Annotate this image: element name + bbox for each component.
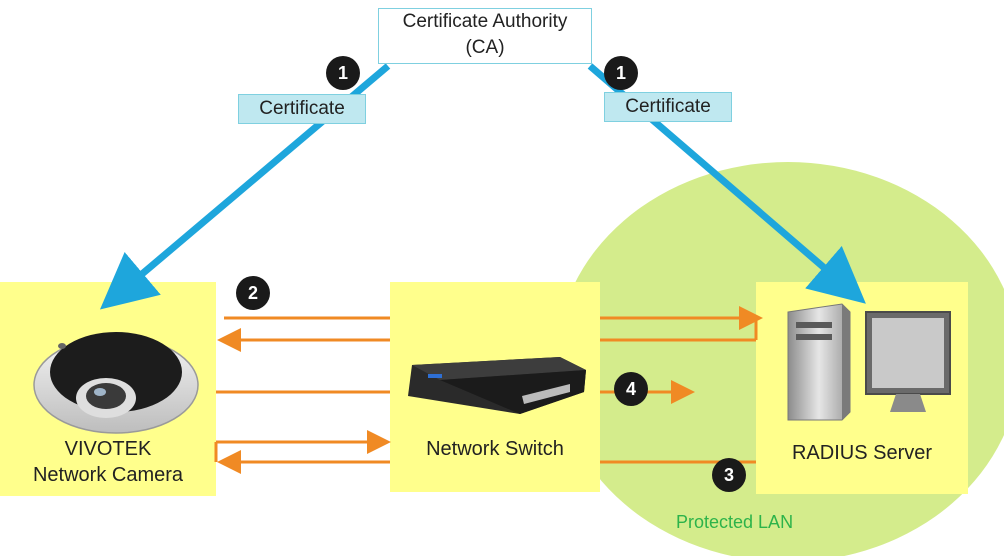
ca-title: Certificate Authority bbox=[402, 11, 568, 32]
certificate-tag-right: Certificate bbox=[604, 92, 732, 122]
camera-label-line2: Network Camera bbox=[32, 464, 184, 486]
step-1-right-marker: 1 bbox=[604, 56, 638, 90]
protected-lan-label: Protected LAN bbox=[676, 512, 794, 532]
network-camera-icon bbox=[33, 332, 199, 434]
step-3-marker: 3 bbox=[712, 458, 746, 492]
step-1-left-marker: 1 bbox=[326, 56, 360, 90]
camera-label-line1: VIVOTEK bbox=[64, 438, 152, 460]
certificate-authority-box: Certificate Authority (CA) bbox=[378, 8, 592, 64]
camera-label: VIVOTEK Network Camera bbox=[0, 436, 216, 488]
step-4-marker: 4 bbox=[614, 372, 648, 406]
ca-subtitle: (CA) bbox=[465, 37, 505, 58]
step-2-marker: 2 bbox=[236, 276, 270, 310]
switch-label: Network Switch bbox=[426, 438, 564, 460]
network-switch-icon bbox=[408, 357, 586, 414]
certificate-tag-left: Certificate bbox=[238, 94, 366, 124]
server-label: RADIUS Server bbox=[791, 442, 933, 464]
radius-server-icon bbox=[787, 303, 951, 421]
